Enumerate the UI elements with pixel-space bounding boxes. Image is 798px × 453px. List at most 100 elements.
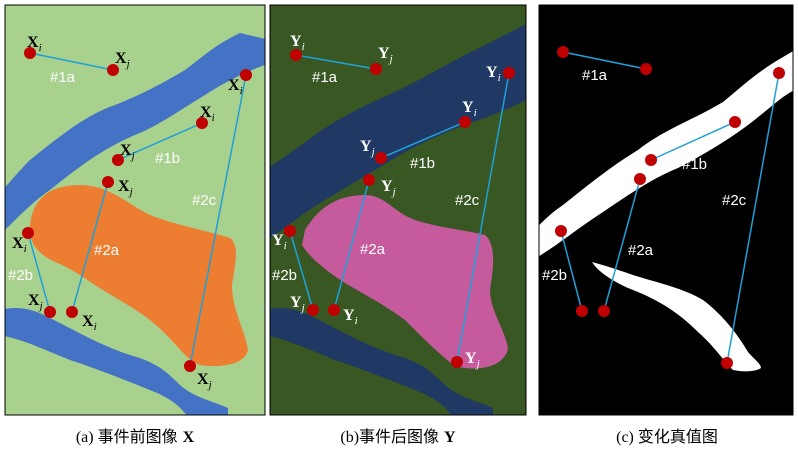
point-label-symbol: Y [462,99,474,116]
point-1b-j [375,152,387,164]
point-label-symbol: X [197,371,209,388]
point-label-2a-j: Xj [118,178,133,198]
point-label-sub: i [240,85,243,97]
point-1a-j [640,63,652,75]
point-label-2a-j: Yj [381,178,396,198]
pair-label-1b: #1b [410,155,435,172]
point-label-symbol: Y [290,294,302,311]
panel-b-frame [269,4,527,416]
pair-line-2a [333,179,370,311]
panel-c-change-region-lower [592,262,761,372]
point-2a-i [328,304,340,316]
pair-line-2c [726,72,780,364]
panel-b-image [270,5,526,415]
point-label-symbol: X [120,142,132,159]
point-label-symbol: Y [378,45,390,62]
point-2b-j [307,304,319,316]
panel-c: #1a #1b #2a #2b #2c [538,4,794,416]
pair-label-2b: #2b [8,267,33,284]
point-label-sub: i [24,243,27,255]
point-label-symbol: X [27,34,39,51]
point-label-symbol: X [118,178,130,195]
caption-a: (a) 事件前图像 X [76,428,195,446]
caption-a-text: (a) 事件前图像 [76,428,178,446]
point-label-1a-i: Yi [290,33,305,53]
point-label-sub: j [130,150,135,162]
point-2c-j [451,356,463,368]
point-label-sub: j [391,186,396,198]
point-label-symbol: Y [343,307,355,324]
point-1b-i [196,117,208,129]
panel-a: #1a #1b #2a #2b #2c Xi Xj Xi Xi Xj Xj Xi… [4,4,266,416]
point-label-1b-i: Yi [462,99,477,119]
point-2a-i [598,305,610,317]
point-2c-i [503,67,515,79]
point-label-2c-j: Yj [465,350,480,370]
point-1a-i [24,47,36,59]
pair-label-1a: #1a [312,69,338,86]
point-label-symbol: Y [272,232,284,249]
panel-b-river-upper [270,24,526,239]
point-label-sub: j [125,58,130,70]
point-label-sub: i [284,240,287,252]
point-2a-i [66,306,78,318]
pair-label-2a: #2a [628,242,654,259]
point-label-sub: i [355,315,358,327]
caption-c: (c) 变化真值图 [616,428,718,446]
point-label-1b-i: Xi [200,104,215,124]
point-2c-i [773,67,785,79]
pair-line-2a [603,178,641,312]
point-label-sub: j [300,302,305,314]
point-label-sub: i [498,72,501,84]
pair-line-1b [380,121,466,159]
point-label-sub: j [38,300,43,312]
pair-line-1a [29,52,114,71]
panel-b-river-lower [270,308,493,415]
pair-label-1b: #1b [682,156,707,173]
pair-label-2c: #2c [722,192,747,209]
pair-line-1a [295,54,377,70]
point-label-1a-j: Xj [115,50,130,70]
panel-c-image [539,5,793,415]
point-2b-j [576,305,588,317]
pair-line-2b [27,232,51,313]
pair-label-2b: #2b [542,267,567,284]
caption-b-symbol: Y [444,429,456,446]
pair-line-2c [456,72,510,363]
panel-b: #1a #1b #2a #2b #2c Yi Yj Yi Yi Yj Yj Yi… [269,4,527,416]
panel-a-frame [4,4,266,416]
point-label-sub: j [388,53,393,65]
point-1b-i [459,116,471,128]
panel-a-blob [30,185,248,367]
pair-label-1a: #1a [582,67,608,84]
point-label-2a-i: Yi [343,307,358,327]
point-1b-i [729,116,741,128]
point-label-sub: i [302,41,305,53]
point-1a-j [370,63,382,75]
caption-b-text: (b)事件后图像 [340,428,439,446]
caption-b: (b)事件后图像 Y [340,428,456,446]
point-2b-i [284,225,296,237]
caption-a-symbol: X [183,429,195,446]
point-label-symbol: Y [381,178,393,195]
point-label-sub: i [39,42,42,54]
pair-line-1b [117,122,203,161]
point-label-sub: i [212,112,215,124]
pair-line-2a [71,181,109,313]
pair-line-1a [562,51,647,70]
point-label-symbol: X [82,313,94,330]
point-label-1a-j: Yj [378,45,393,65]
point-label-sub: j [370,146,375,158]
panel-a-river-upper [5,33,265,231]
pair-line-1b [650,121,736,161]
point-label-symbol: X [228,77,240,94]
point-label-2a-i: Xi [82,313,97,333]
panel-a-image [5,5,265,415]
point-label-2c-i: Xi [228,77,243,97]
point-label-sub: i [94,321,97,333]
point-1a-i [290,49,302,61]
point-label-symbol: X [115,50,127,67]
point-1b-j [112,154,124,166]
point-label-symbol: Y [360,138,372,155]
